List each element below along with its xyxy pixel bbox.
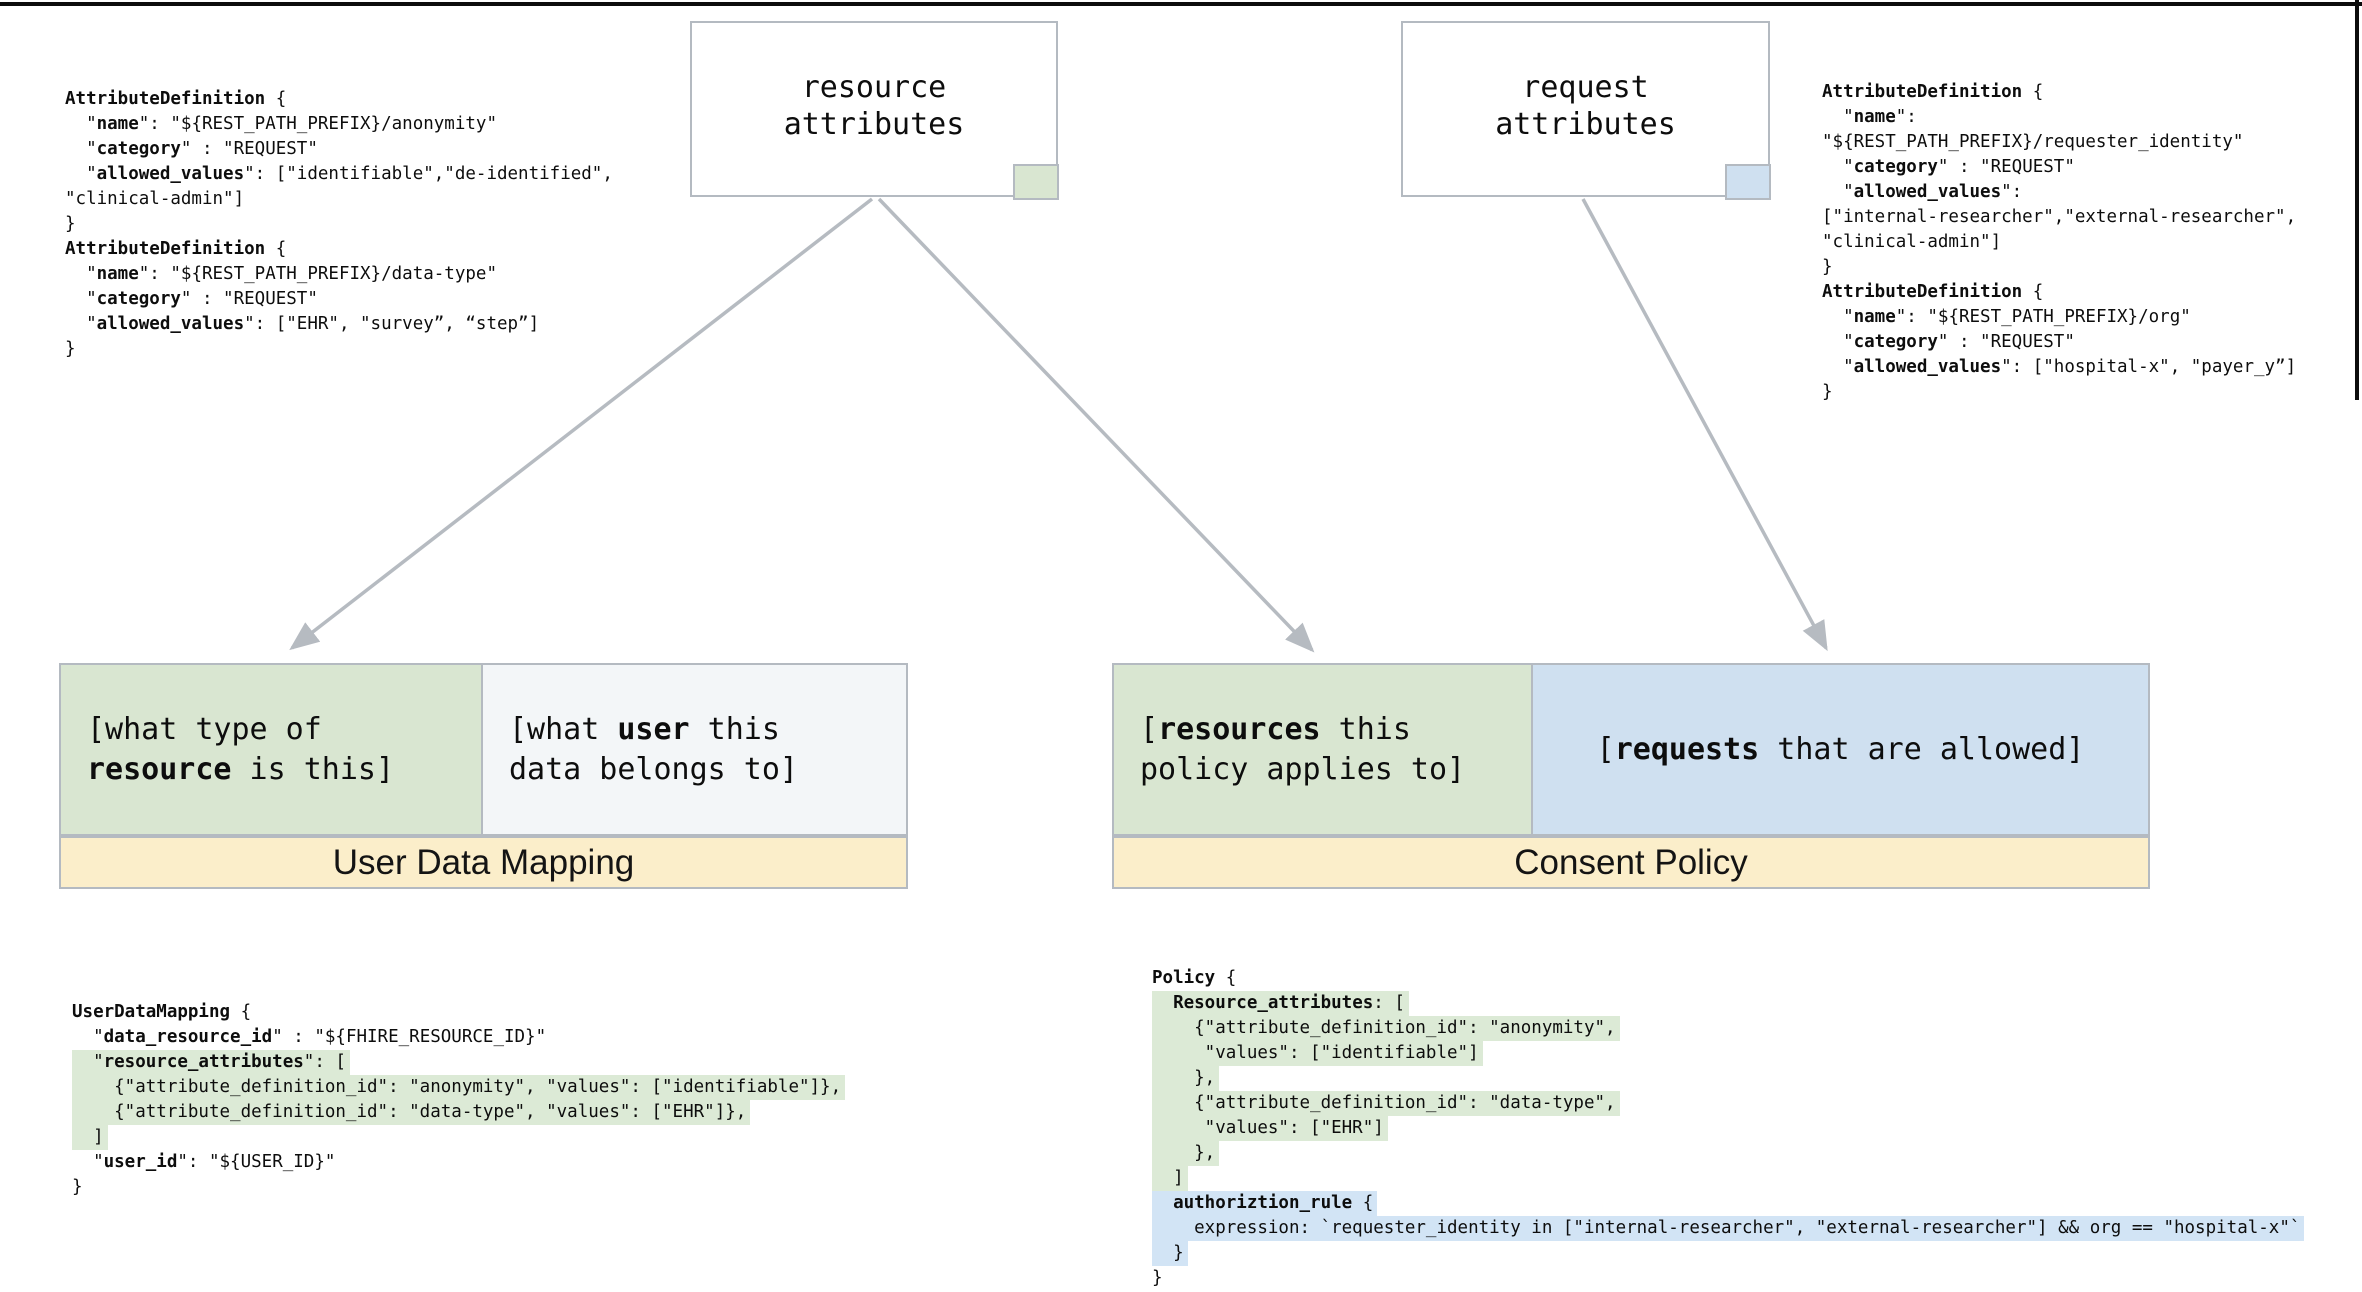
code-line: } [65,339,76,359]
udm-user-cell: [what user this data belongs to] [481,663,908,836]
code-line: AttributeDefinition { [1822,82,2044,102]
code-line: "user_id": "${USER_ID}" [72,1152,336,1172]
code-line: "allowed_values": ["EHR", "survey”, “ste… [65,314,540,334]
consent-resources-text: [resources this policy applies to] [1140,711,1466,787]
code-line: "${REST_PATH_PREFIX}/requester_identity" [1822,132,2244,152]
udm-user-text: [what user this data belongs to] [509,711,798,787]
arrow-request-to-consent-policy [1581,198,1828,652]
request-attributes-label: request attributes [1495,70,1676,143]
code-line: AttributeDefinition { [65,89,287,109]
consent-title-bar: Consent Policy [1112,836,2150,889]
code-line: "name": "${REST_PATH_PREFIX}/data-type" [65,264,497,284]
arrow-resource-to-user-data-mapping [289,197,874,651]
code-line: Resource_attributes: [ [1152,991,2304,1016]
consent-resources-cell: [resources this policy applies to] [1112,663,1533,836]
code-line: "allowed_values": [1822,182,2023,202]
code-line: "clinical-admin"] [65,189,245,209]
code-line: "category" : "REQUEST" [1822,332,2075,352]
code-line: "name": [1822,107,1917,127]
code-line: "values": ["EHR"] [1152,1116,2304,1141]
code-line: } [1152,1241,2304,1266]
code-line: } [65,214,76,234]
resource-attributes-box: resource attributes [690,21,1059,200]
page-top-border [0,2,2362,6]
code-line: UserDataMapping { [72,1002,252,1022]
request-attributes-box: request attributes [1401,21,1771,200]
code-line: ] [1152,1166,2304,1191]
udm-title: User Data Mapping [332,842,635,882]
code-line: "category" : "REQUEST" [65,139,318,159]
code-line: } [72,1177,83,1197]
code-line: "name": "${REST_PATH_PREFIX}/org" [1822,307,2191,327]
consent-title: Consent Policy [1514,842,1748,882]
code-line: "category" : "REQUEST" [65,289,318,309]
code-line: }, [1152,1066,2304,1091]
code-line: "clinical-admin"] [1822,232,2002,252]
page-right-border [2355,0,2359,400]
code-line: "allowed_values": ["hospital-x", "payer_… [1822,357,2297,377]
green-swatch-icon [1013,164,1059,200]
udm-title-bar: User Data Mapping [59,836,908,889]
code-line: "resource_attributes": [ [72,1050,845,1075]
code-consent-policy-example: Policy { Resource_attributes: [ {"attrib… [1152,966,2305,1291]
resource-attributes-label: resource attributes [783,70,965,143]
code-line: "values": ["identifiable"] [1152,1041,2304,1066]
code-line: AttributeDefinition { [1822,282,2044,302]
code-line: "allowed_values": ["identifiable","de-id… [65,164,613,184]
code-line: authoriztion_rule { [1152,1191,2304,1216]
code-line: "name": "${REST_PATH_PREFIX}/anonymity" [65,114,497,134]
code-line: } [1152,1268,1163,1288]
code-line: {"attribute_definition_id": "data-type", [1152,1091,2304,1116]
code-line: ] [72,1125,845,1150]
code-line: expression: `requester_identity in ["int… [1152,1216,2305,1241]
code-user-data-mapping-example: UserDataMapping { "data_resource_id" : "… [72,1000,846,1200]
code-line: } [1822,382,1833,402]
udm-resource-type-text: [what type of resource is this] [87,711,395,787]
user-data-mapping-table: [what type of resource is this] [what us… [59,663,908,889]
udm-resource-type-cell: [what type of resource is this] [59,663,483,836]
consent-policy-table: [resources this policy applies to] [requ… [1112,663,2150,889]
code-line: Policy { [1152,968,1237,988]
code-line: {"attribute_definition_id": "data-type",… [72,1100,845,1125]
code-line: }, [1152,1141,2304,1166]
consent-requests-cell: [requests that are allowed] [1531,663,2150,836]
code-line: ["internal-researcher","external-researc… [1822,207,2297,227]
code-request-attribute-definitions: AttributeDefinition { "name": "${REST_PAT… [1822,80,2296,405]
code-line: } [1822,257,1833,277]
code-line: AttributeDefinition { [65,239,287,259]
code-line: {"attribute_definition_id": "anonymity",… [72,1075,846,1100]
blue-swatch-icon [1725,164,1771,200]
consent-requests-text: [requests that are allowed] [1596,731,2085,767]
code-resource-attribute-definitions: AttributeDefinition { "name": "${REST_PA… [65,87,613,362]
code-line: "category" : "REQUEST" [1822,157,2075,177]
code-line: {"attribute_definition_id": "anonymity", [1152,1016,2304,1041]
arrow-resource-to-consent-policy [877,197,1315,653]
code-line: "data_resource_id" : "${FHIRE_RESOURCE_I… [72,1027,547,1047]
